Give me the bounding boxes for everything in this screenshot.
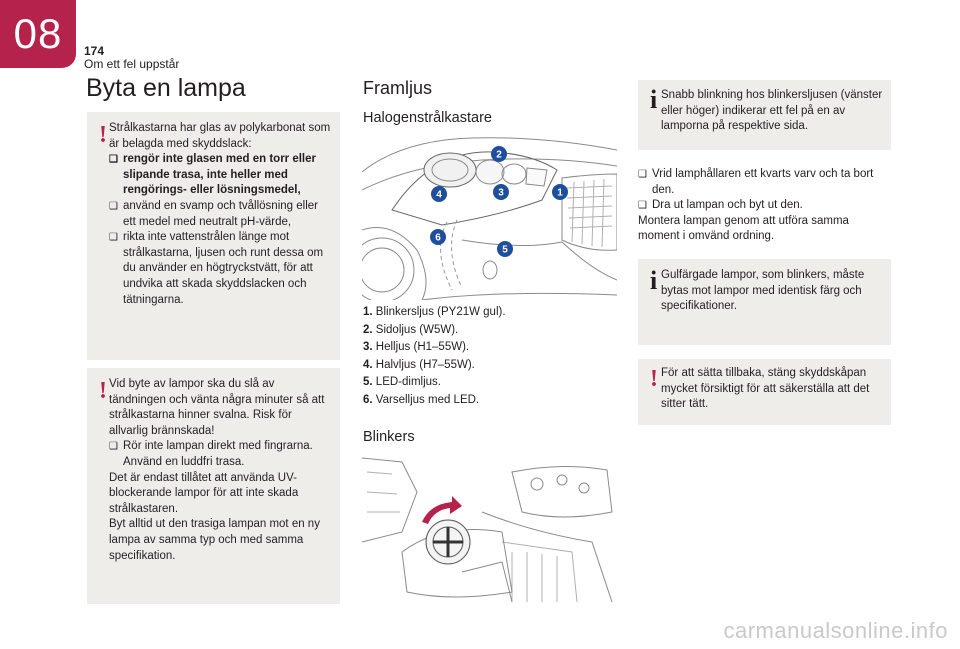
svg-text:4: 4 bbox=[436, 190, 442, 201]
warning-icon: ! bbox=[99, 378, 107, 404]
watermark: carmanualsonline.info bbox=[723, 618, 948, 643]
subsection-heading: Halogenstrålkastare bbox=[363, 110, 492, 126]
list-item: 4. Halvljus (H7–55W). bbox=[363, 358, 475, 371]
callout-3: 3 bbox=[493, 184, 509, 200]
bullet-item: ❑rikta inte vattenstrålen länge mot strå… bbox=[109, 231, 324, 306]
warning-box-polycarbonate: ! Strålkastarna har glas av polykarbonat… bbox=[87, 112, 340, 360]
warning-intro: Vid byte av lampor ska du slå av tändnin… bbox=[109, 378, 325, 437]
section-title: Om ett fel uppstår bbox=[84, 57, 180, 71]
warning-icon: ! bbox=[99, 122, 107, 148]
bullet-item: ❑använd en svamp och tvållösning eller e… bbox=[109, 199, 318, 228]
callout-1: 1 bbox=[552, 184, 568, 200]
info-icon: i bbox=[650, 266, 658, 295]
instruction-note: Montera lampan genom att utföra samma mo… bbox=[638, 214, 849, 243]
list-item: 2. Sidoljus (W5W). bbox=[363, 323, 459, 336]
step-item: ❑Dra ut lampan och byt ut den. bbox=[638, 199, 803, 212]
page-title: Byta en lampa bbox=[86, 74, 246, 102]
callout-2: 2 bbox=[491, 146, 507, 162]
bullet-item: ❑Rör inte lampan direkt med fingrarna. A… bbox=[109, 440, 313, 468]
list-item: 6. Varselljus med LED. bbox=[363, 393, 480, 406]
instructions: ❑Vrid lamphållaren ett kvarts varv och t… bbox=[638, 167, 893, 245]
warning-text: Det är endast tillåtet att använda UV-bl… bbox=[109, 471, 299, 515]
list-item: 1. Blinkersljus (PY21W gul). bbox=[363, 306, 506, 318]
info-box-blink: i Snabb blinkning hos blinkersljusen (vä… bbox=[638, 80, 891, 150]
svg-text:2: 2 bbox=[496, 150, 502, 161]
callout-6: 6 bbox=[430, 229, 446, 245]
indicator-figure bbox=[362, 457, 613, 603]
page-number: 174 bbox=[84, 44, 105, 58]
info-icon: i bbox=[650, 85, 658, 114]
bullet-item: ❑rengör inte glasen med en torr eller sl… bbox=[109, 153, 316, 197]
warning-box-cover: ! För att sätta tillbaka, stäng skyddskå… bbox=[638, 359, 891, 425]
svg-text:6: 6 bbox=[435, 233, 441, 244]
section-heading: Framljus bbox=[363, 78, 433, 98]
warning-intro: Strålkastarna har glas av polykarbonat s… bbox=[109, 122, 331, 150]
step-item: ❑Vrid lamphållaren ett kvarts varv och t… bbox=[638, 168, 874, 196]
warning-icon: ! bbox=[650, 366, 658, 392]
info-text: Snabb blinkning hos blinkersljusen (väns… bbox=[661, 89, 883, 133]
warning-text: För att sätta tillbaka, stäng skyddskåpa… bbox=[661, 367, 870, 411]
bulb-list: 1. Blinkersljus (PY21W gul). 2. Sidoljus… bbox=[363, 304, 506, 410]
chapter-tab: 08 bbox=[0, 0, 76, 68]
list-item: 5. LED-dimljus. bbox=[363, 376, 441, 389]
callout-4: 4 bbox=[431, 186, 447, 202]
list-item: 3. Helljus (H1–55W). bbox=[363, 341, 470, 354]
subsection-heading: Blinkers bbox=[363, 429, 415, 445]
info-text: Gulfärgade lampor, som blinkers, måste b… bbox=[661, 269, 865, 313]
svg-text:3: 3 bbox=[498, 188, 504, 199]
rotate-arrow-icon bbox=[422, 496, 462, 524]
svg-text:1: 1 bbox=[557, 188, 563, 199]
info-box-yellow-bulbs: i Gulfärgade lampor, som blinkers, måste… bbox=[638, 259, 891, 345]
headlamp-figure: 2 1 3 4 6 5 bbox=[362, 137, 617, 300]
svg-text:5: 5 bbox=[502, 245, 508, 256]
warning-box-burn: ! Vid byte av lampor ska du slå av tändn… bbox=[87, 368, 340, 604]
warning-text: Byt alltid ut den trasiga lampan mot en … bbox=[109, 518, 320, 562]
callout-5: 5 bbox=[497, 241, 513, 257]
